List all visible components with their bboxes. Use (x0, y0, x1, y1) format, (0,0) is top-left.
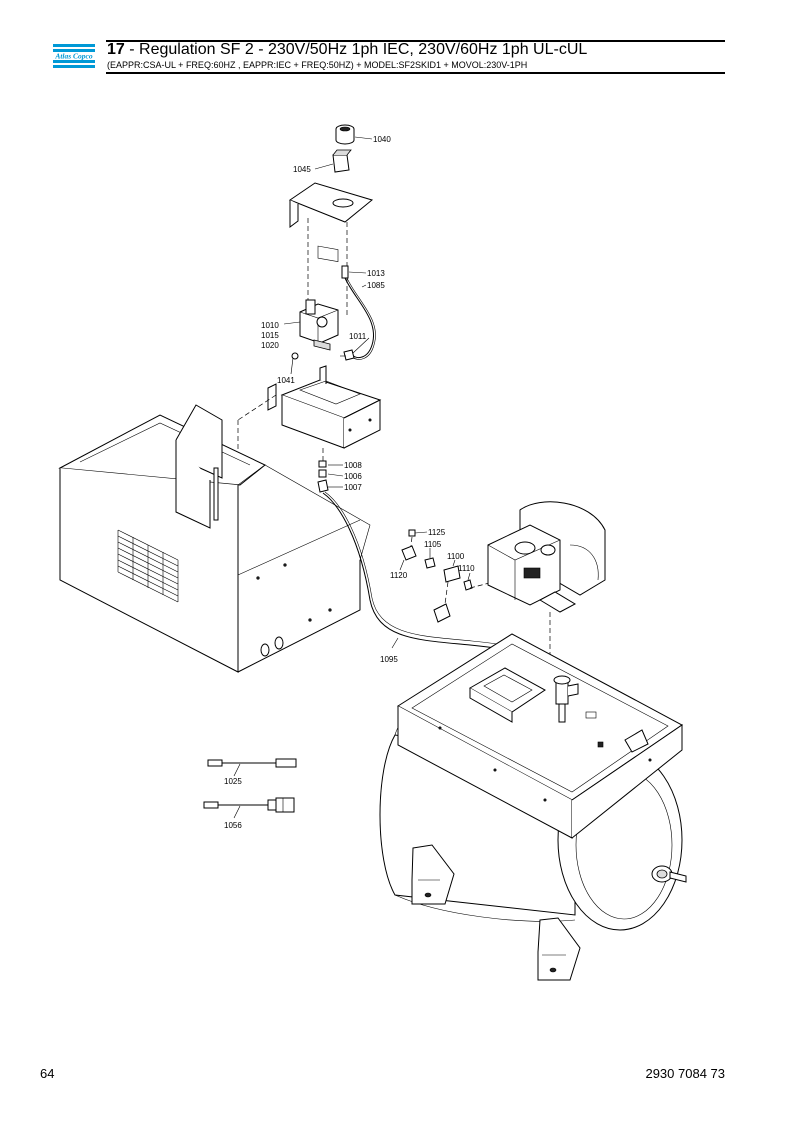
compressor-pump (487, 501, 606, 613)
air-receiver-tank (379, 633, 687, 981)
screw-1041 (290, 352, 299, 375)
page-subtitle: (EAPPR:CSA-UL + FREQ:60HZ , EAPPR:IEC + … (107, 60, 528, 70)
section-number: 17 (107, 41, 125, 58)
callout-1010: 1010 (261, 321, 279, 330)
callout-1025: 1025 (224, 777, 242, 786)
callout-1041: 1041 (277, 376, 295, 385)
pressure-switch (283, 299, 339, 351)
page-title: 17 - Regulation SF 2 - 230V/50Hz 1ph IEC… (107, 41, 587, 59)
fittings-1006-1008 (317, 448, 344, 493)
callout-labels: 1040 1045 1013 1085 1010 1015 1020 1011 … (224, 135, 475, 830)
callout-1020: 1020 (261, 341, 279, 350)
callout-1125: 1125 (428, 528, 446, 537)
fitting-1011 (340, 337, 370, 361)
callout-1056: 1056 (224, 821, 242, 830)
callout-1085: 1085 (367, 281, 385, 290)
title-rule-top (106, 40, 725, 42)
atlas-copco-logo: Atlas Copco (53, 44, 95, 68)
compressor-housing (58, 404, 371, 673)
gauge-mounting-plate (288, 182, 374, 262)
title-text: - Regulation SF 2 - 230V/50Hz 1ph IEC, 2… (124, 41, 588, 58)
callout-1013: 1013 (367, 269, 385, 278)
tube-fitting (341, 265, 367, 279)
pressure-gauge (335, 124, 373, 145)
logo-wordmark: Atlas Copco (54, 52, 93, 61)
fittings-group-1100 (399, 529, 521, 623)
callout-1011: 1011 (349, 332, 367, 341)
callout-1045: 1045 (293, 165, 311, 174)
title-rule-bottom (106, 72, 725, 74)
callout-1006: 1006 (344, 472, 362, 481)
callout-1040: 1040 (373, 135, 391, 144)
callout-1120: 1120 (390, 571, 408, 580)
callout-1110: 1110 (458, 564, 475, 573)
page-number: 64 (40, 1066, 55, 1081)
tube-1085 (344, 277, 374, 358)
cable-1025 (207, 758, 297, 777)
document-number: 2930 7084 73 (645, 1066, 725, 1081)
callout-1007: 1007 (344, 483, 362, 492)
callout-1105: 1105 (424, 540, 442, 549)
regulator-enclosure (267, 365, 382, 449)
callout-1100: 1100 (447, 552, 465, 561)
cable-1056 (203, 797, 295, 819)
gauge-adapter (314, 149, 352, 173)
callout-1008: 1008 (344, 461, 362, 470)
callout-1095: 1095 (380, 655, 398, 664)
callout-1015: 1015 (261, 331, 279, 340)
